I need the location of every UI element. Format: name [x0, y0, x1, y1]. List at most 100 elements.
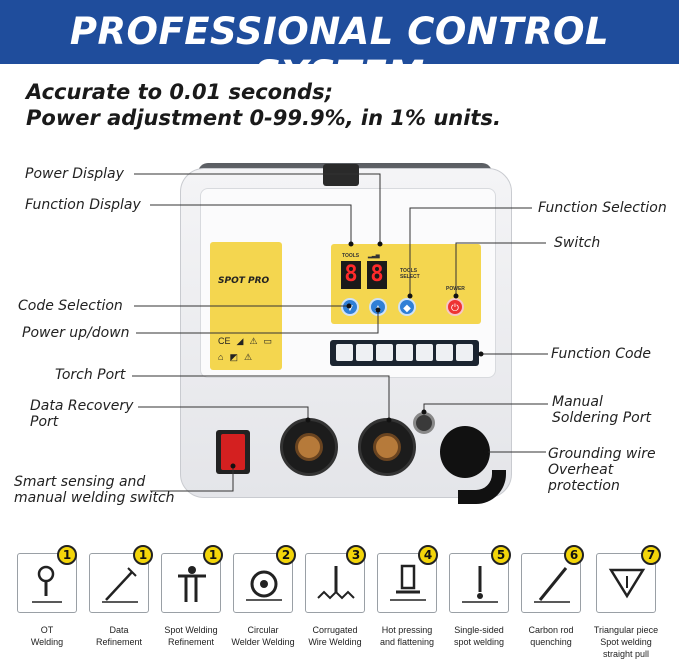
- mode-badge: 1: [203, 545, 223, 565]
- cert-icon-2: ◢: [236, 336, 244, 346]
- callout-grounding-3: protection: [548, 478, 620, 494]
- corrugated-wire-icon: [317, 566, 355, 600]
- function-code-7: [456, 344, 473, 361]
- tools-label: TOOLS: [342, 253, 360, 259]
- hot-pressing-icon: [390, 564, 426, 601]
- mode-badge: 3: [346, 545, 366, 565]
- mode-tile: [89, 553, 149, 613]
- mode-badge: 2: [276, 545, 296, 565]
- function-code-1: [336, 344, 353, 361]
- power-label: POWER: [446, 286, 465, 292]
- mode-caption-line: spot welding: [453, 637, 505, 647]
- callout-data-recovery-2: Port: [30, 414, 59, 430]
- cert-icon-4: ▭: [263, 336, 273, 346]
- grounding-cable-gland: [440, 426, 490, 478]
- circular-welding-icon: [246, 570, 282, 601]
- port-socket: [295, 433, 323, 461]
- single-sided-spot-icon: [462, 566, 498, 603]
- mode-caption-line: Refinement: [167, 637, 215, 647]
- mode-caption-line: Welding: [30, 637, 64, 647]
- callout-function-code: Function Code: [551, 346, 652, 362]
- mode-caption-line: Hot pressing: [381, 625, 433, 635]
- function-code-5: [416, 344, 433, 361]
- callout-torch-port: Torch Port: [55, 367, 126, 383]
- tagline-line-2: Power adjustment 0-99.9%, in 1% units.: [26, 106, 501, 130]
- mode-caption: OT Welding: [7, 624, 87, 648]
- device-handle: [323, 164, 359, 186]
- callout-function-display: Function Display: [25, 197, 141, 213]
- mode-badge: 7: [641, 545, 661, 565]
- callout-power-updown: Power up/down: [22, 325, 130, 341]
- mode-caption: Single-sided spot welding: [439, 624, 519, 648]
- port-socket-2: [373, 433, 401, 461]
- callout-data-recovery-1: Data Recovery: [30, 398, 134, 414]
- warning-icon-2: ⚠: [243, 352, 253, 362]
- callout-manual-soldering-1: Manual: [552, 394, 603, 410]
- brand-label: SPOT PRO: [218, 276, 270, 286]
- mode-caption-line: Data: [109, 625, 129, 635]
- callout-grounding-2: Overheat: [548, 462, 614, 478]
- signal-icon: ▂▃▅: [368, 253, 380, 259]
- banner-title: PROFESSIONAL CONTROL SYSTEM: [69, 10, 610, 96]
- mode-caption: Hot pressing and flattening: [367, 624, 447, 648]
- function-code-2: [356, 344, 373, 361]
- header-banner: [0, 0, 679, 64]
- power-switch-button[interactable]: ⏻: [446, 298, 464, 316]
- mode-caption-line: Carbon rod: [528, 625, 574, 635]
- callout-power-display: Power Display: [25, 166, 124, 182]
- mode-caption-line: Refinement: [95, 637, 143, 647]
- ot-welding-icon: [32, 565, 62, 603]
- spot-welding-refinement-icon: [178, 566, 206, 602]
- mode-badge: 4: [418, 545, 438, 565]
- torch-port: [358, 418, 416, 476]
- mode-badge: 6: [564, 545, 584, 565]
- function-code-6: [436, 344, 453, 361]
- mode-caption-line: OT: [40, 625, 54, 635]
- chevron-down-icon: ▼: [345, 303, 355, 314]
- cert-row-2: ⌂ ◩ ⚠: [218, 352, 252, 363]
- data-recovery-port: [280, 418, 338, 476]
- function-code-3: [376, 344, 393, 361]
- mode-badge: 5: [491, 545, 511, 565]
- mode-badge: 1: [57, 545, 77, 565]
- mode-caption-line: and flattening: [379, 637, 435, 647]
- mode-caption-line: Triangular piece: [593, 625, 659, 635]
- mode-caption-line: Spot Welding: [164, 625, 218, 635]
- mode-caption: Carbon rod quenching: [511, 624, 591, 648]
- mode-caption-line: Corrugated: [312, 625, 358, 635]
- ce-mark-icon: CE: [218, 336, 231, 346]
- callout-smart-sensing-2: manual welding switch: [14, 490, 175, 506]
- mode-caption-line: Circular: [247, 625, 279, 635]
- callout-code-selection: Code Selection: [18, 298, 123, 314]
- triangular-piece-icon: [608, 568, 646, 599]
- mode-caption-line: Welder Welding: [231, 637, 295, 647]
- function-display: 8: [341, 261, 361, 289]
- cert-row-1: CE ◢ ⚠ ▭: [218, 336, 272, 347]
- mode-tile: [305, 553, 365, 613]
- callout-smart-sensing-1: Smart sensing and: [14, 474, 146, 490]
- mode-caption-line: straight pull: [602, 649, 650, 659]
- power-icon: ⏻: [451, 303, 459, 314]
- mode-tile: [449, 553, 509, 613]
- tagline-line-1: Accurate to 0.01 seconds;: [26, 80, 333, 104]
- callout-switch: Switch: [554, 235, 601, 251]
- function-select-button[interactable]: ◆: [398, 298, 416, 316]
- function-code-4: [396, 344, 413, 361]
- carbon-rod-icon: [534, 567, 570, 603]
- mode-badge: 1: [133, 545, 153, 565]
- warning-icon: ⚠: [249, 336, 258, 346]
- plus-icon: ◆: [403, 303, 411, 314]
- mode-caption-line: Spot welding: [600, 637, 652, 647]
- callout-manual-soldering-2: Soldering Port: [552, 410, 651, 426]
- cert-icon-6: ◩: [229, 352, 238, 362]
- callout-grounding-1: Grounding wire: [548, 446, 656, 462]
- data-refinement-icon: [102, 567, 138, 603]
- mode-caption-line: quenching: [530, 637, 572, 647]
- mode-caption-line: Single-sided: [454, 625, 504, 635]
